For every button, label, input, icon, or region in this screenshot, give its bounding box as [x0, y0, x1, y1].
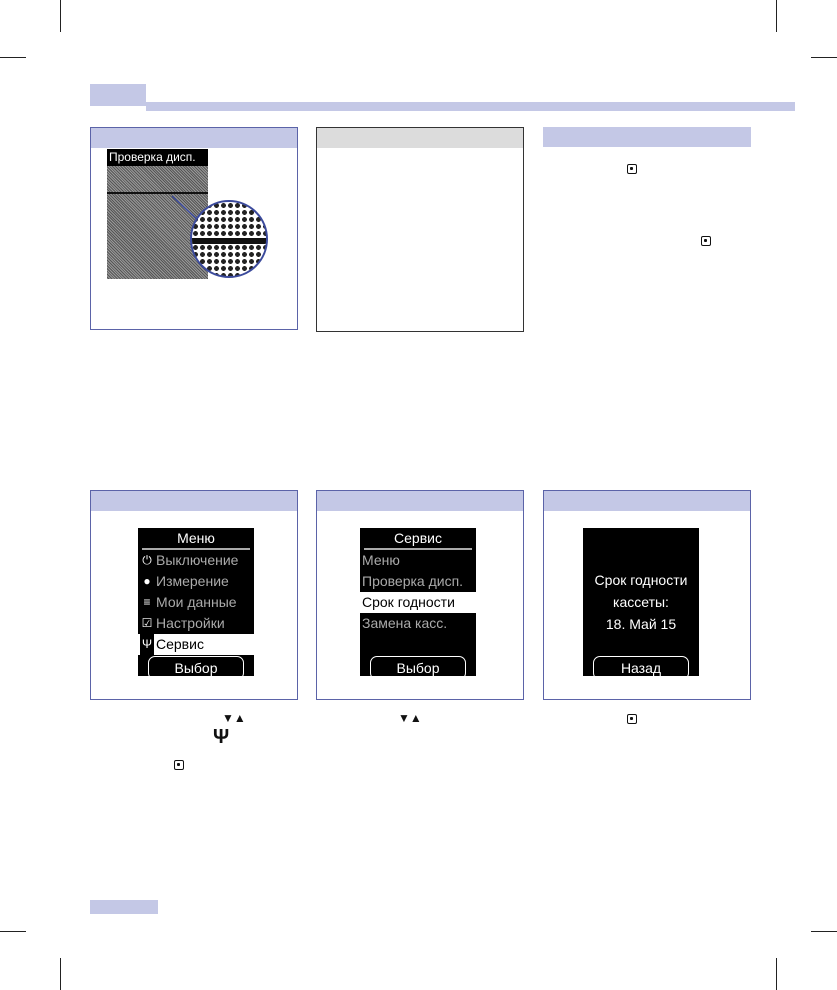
crop-mark	[811, 931, 837, 932]
down-up-arrows-icon: ▼▲	[398, 711, 422, 725]
ok-button-icon	[174, 760, 184, 770]
service-item-display-check[interactable]: Проверка дисп.	[362, 573, 464, 589]
menu-item-label: Настройки	[156, 615, 225, 631]
note-header	[317, 128, 523, 148]
panel-header	[544, 491, 750, 511]
ok-button-icon	[627, 714, 637, 724]
panel-header	[91, 491, 297, 511]
menu-item-label: Сервис	[156, 636, 204, 652]
checkbox-icon: ☑	[141, 616, 153, 630]
crop-mark	[776, 0, 777, 32]
wrench-icon: Ψ	[140, 634, 154, 655]
menu-item-settings[interactable]: ☑Настройки	[138, 613, 254, 634]
back-button[interactable]: Назад	[593, 656, 689, 676]
display-line	[107, 192, 208, 194]
ok-button-icon	[701, 236, 711, 246]
step-header	[543, 127, 751, 147]
menu-item-label: Измерение	[156, 573, 229, 589]
select-button[interactable]: Выбор	[370, 656, 466, 676]
crop-mark	[776, 958, 777, 990]
note-panel	[316, 127, 524, 332]
ok-button-icon	[627, 164, 637, 174]
data-icon: ≡	[143, 595, 151, 609]
crop-mark	[0, 931, 26, 932]
page-number-tab	[90, 900, 158, 914]
select-button[interactable]: Выбор	[148, 656, 244, 676]
menu-item-label: Мои данные	[156, 594, 237, 610]
service-item-replace-cassette[interactable]: Замена касс.	[362, 615, 448, 631]
expiry-date: 18. Май 15	[605, 616, 677, 632]
menu-item-power[interactable]: ⏻ Выключение	[138, 550, 254, 571]
crop-mark	[0, 57, 26, 58]
magnifier-detail	[190, 200, 268, 278]
header-bar	[146, 102, 795, 111]
chapter-tab	[90, 84, 146, 106]
service-item-menu[interactable]: Меню	[362, 552, 400, 568]
menu-screen: Меню ⏻Выключение ●Измерение ≡Мои данные …	[138, 528, 254, 676]
crop-mark	[811, 57, 837, 58]
expiry-line-1: Срок годности	[594, 572, 688, 588]
expiry-screen: Срок годности кассеты: 18. Май 15 Назад	[583, 528, 699, 676]
menu-title: Меню	[142, 528, 250, 550]
magnified-line	[192, 238, 266, 244]
drop-icon: ●	[143, 574, 151, 588]
menu-item-mydata[interactable]: ≡ Мои данные	[138, 592, 254, 613]
crop-mark	[60, 0, 61, 32]
service-screen: Сервис Меню Проверка дисп. Срок годности…	[360, 528, 476, 676]
panel-header	[91, 128, 297, 148]
service-item-expiry[interactable]: Срок годности	[360, 592, 476, 613]
menu-item-label: Выключение	[156, 552, 239, 568]
display-check-label: Проверка дисп.	[107, 149, 208, 166]
panel-header	[317, 491, 523, 511]
service-title: Сервис	[364, 528, 472, 550]
crop-mark	[60, 958, 61, 990]
menu-item-measure[interactable]: ● Измерение	[138, 571, 254, 592]
expiry-line-2: кассеты:	[613, 594, 669, 610]
wrench-icon: Ψ	[213, 726, 230, 748]
down-up-arrows-icon: ▼▲	[222, 711, 246, 725]
power-icon: ⏻	[142, 553, 152, 567]
